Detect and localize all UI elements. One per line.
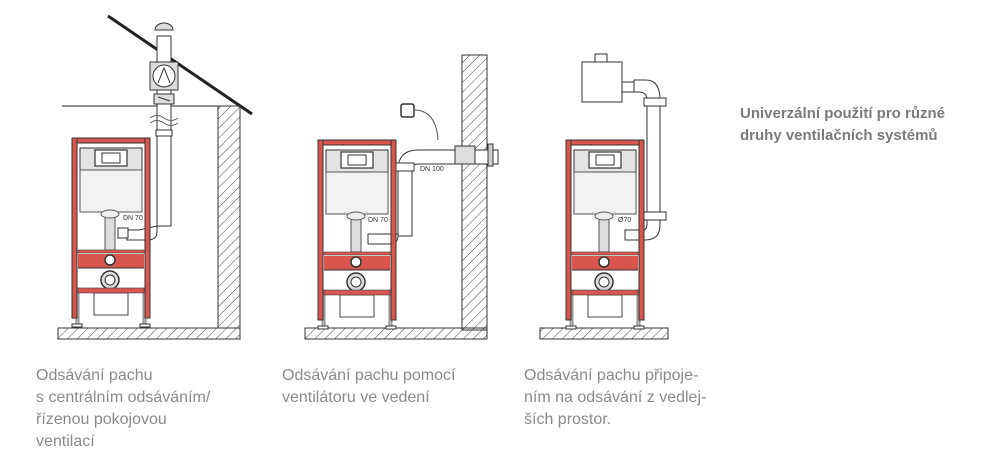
switch-icon [400,103,415,118]
wall [461,54,488,331]
floor [304,327,488,340]
exhaust-pipe [624,79,661,241]
pipe-label: DN 70 [368,217,388,224]
diagram-central-ventilation: DN 70 [57,14,253,340]
wall [217,105,241,329]
diagram-adjacent-room: Ø70 [539,53,669,340]
caption-central-ventilation: Odsávání pachu s centrálním odsáváním/ ř… [36,367,211,450]
section-heading: Univerzální použití pro různé druhy vent… [740,105,946,144]
exhaust-unit [581,61,623,103]
floor [57,327,241,340]
vent-cap [154,22,174,31]
caption-duct-fan: Odsávání pachu pomocí ventilátoru ve ved… [282,367,456,406]
roof-line [107,14,253,116]
pipe-label: Ø70 [618,217,631,224]
duct-label: DN 100 [420,166,444,173]
diagram-duct-fan: DN 100 DN 70 [304,54,499,340]
break-mark [149,115,179,126]
pipe-label: DN 70 [123,215,143,222]
caption-adjacent-room: Odsávání pachu připoje- ním na odsávání … [524,367,707,428]
floor [539,327,669,340]
cable [413,109,439,141]
